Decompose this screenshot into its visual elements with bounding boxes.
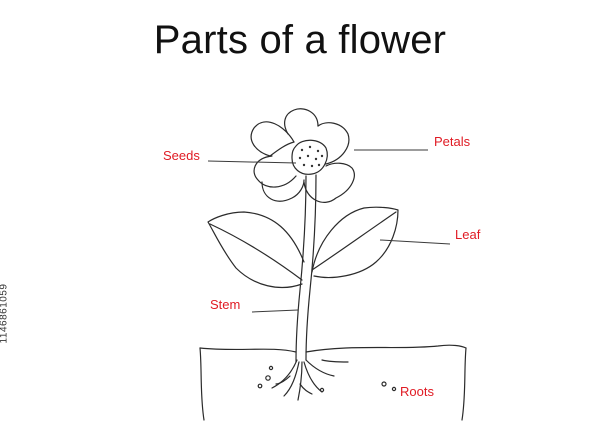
seed-dot xyxy=(317,163,321,167)
stock-image-id: 1146861059 xyxy=(0,283,10,344)
seed-dot xyxy=(316,149,320,153)
left-leaf xyxy=(207,211,305,289)
pointer-lines xyxy=(207,149,451,313)
seed-dot xyxy=(300,148,304,152)
seed-dot xyxy=(310,164,314,168)
seed-dot xyxy=(308,145,312,149)
label-leaf: Leaf xyxy=(455,227,481,242)
seed-dot xyxy=(320,154,324,158)
label-roots: Roots xyxy=(400,384,434,399)
seed-dot xyxy=(306,154,310,158)
label-petals: Petals xyxy=(434,134,471,149)
diagram-title: Parts of a flower xyxy=(153,18,447,62)
seeds-pointer xyxy=(207,160,297,164)
right-leaf xyxy=(311,206,399,279)
roots xyxy=(271,359,335,401)
label-seeds: Seeds xyxy=(163,148,200,163)
seed-dot xyxy=(298,156,302,160)
flower-center xyxy=(291,139,328,175)
leaf-pointer xyxy=(379,239,451,245)
seed-dot xyxy=(302,163,306,167)
ground xyxy=(199,344,467,421)
soil-pebbles xyxy=(257,365,397,393)
flower-stem xyxy=(295,174,317,363)
stem-pointer xyxy=(251,309,299,313)
seed-dot xyxy=(314,157,318,161)
label-stem: Stem xyxy=(210,297,241,312)
flower-petals xyxy=(250,108,355,203)
